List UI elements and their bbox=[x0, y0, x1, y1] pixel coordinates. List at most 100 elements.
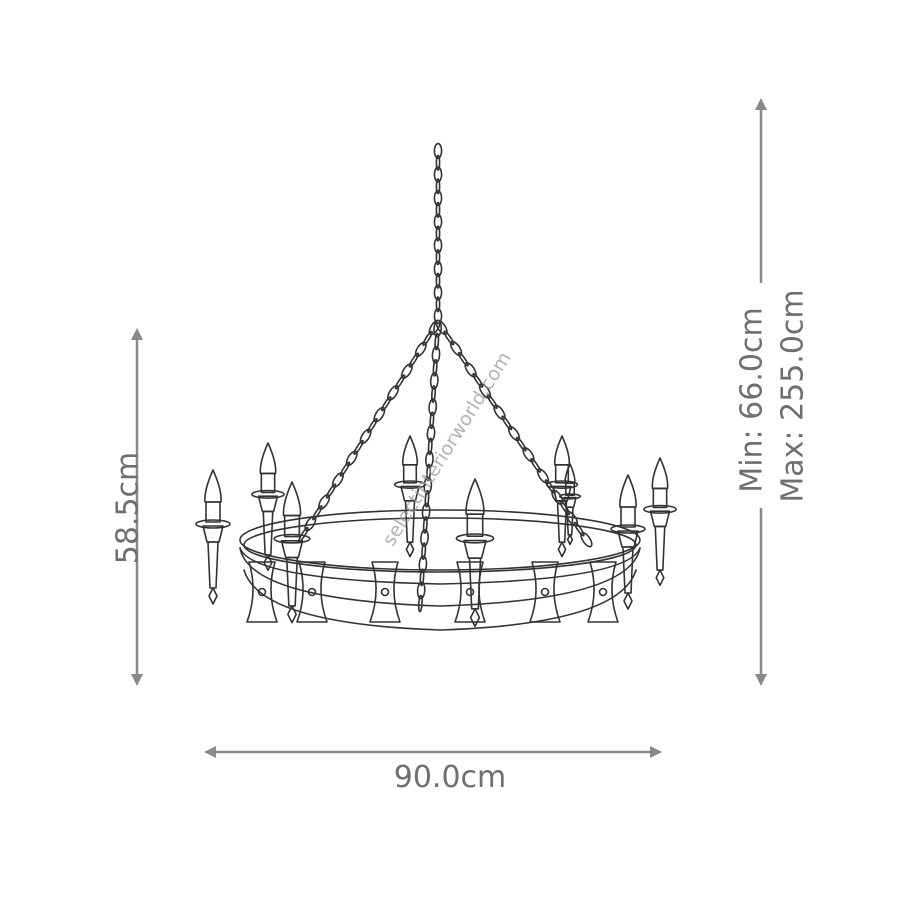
candle-sleeve bbox=[283, 514, 301, 538]
chain-link bbox=[493, 404, 506, 421]
ring-front-band-lower bbox=[243, 569, 637, 631]
chain-link bbox=[417, 594, 423, 613]
candle-sleeve bbox=[554, 463, 570, 484]
chain-link bbox=[422, 516, 428, 534]
candle-stem bbox=[468, 557, 482, 610]
chain-link bbox=[478, 383, 492, 399]
candle-bulb bbox=[553, 435, 571, 466]
candle-cup bbox=[649, 510, 671, 528]
chain-link bbox=[394, 374, 406, 390]
candle-stem bbox=[566, 506, 574, 536]
ring-panel bbox=[246, 561, 278, 623]
ring-front-band bbox=[239, 547, 641, 607]
ring-panel bbox=[369, 561, 401, 623]
candle-bulb bbox=[564, 463, 576, 484]
candle-drip-pan bbox=[393, 480, 427, 489]
candle-stem bbox=[654, 525, 666, 571]
ring-rivet bbox=[257, 587, 267, 597]
ring-back-edge-inner bbox=[243, 517, 637, 573]
candle-finial bbox=[623, 592, 633, 610]
chain-link bbox=[433, 166, 443, 183]
candle-finial bbox=[566, 534, 574, 546]
chain-link bbox=[359, 428, 372, 445]
chain-link bbox=[443, 330, 455, 346]
candle-drip-pan bbox=[455, 533, 495, 544]
chain-link bbox=[431, 345, 441, 364]
candle-sleeve bbox=[260, 472, 276, 494]
chain-link bbox=[424, 489, 430, 508]
candle-cup bbox=[202, 525, 224, 543]
candle-arm bbox=[610, 474, 646, 610]
chain-link bbox=[435, 178, 441, 195]
chain-link bbox=[373, 406, 386, 423]
ring-rivet bbox=[380, 587, 390, 597]
candle-sleeve bbox=[205, 501, 221, 523]
left-chain bbox=[298, 319, 441, 543]
chain-link bbox=[426, 463, 432, 482]
candle-bulb bbox=[651, 457, 669, 490]
candle-bulb bbox=[282, 481, 302, 517]
chain-link bbox=[331, 472, 344, 488]
chain-link bbox=[339, 461, 351, 477]
chain-link bbox=[421, 542, 427, 560]
right-chain bbox=[435, 319, 593, 548]
candle-arm bbox=[273, 481, 311, 624]
chain-link bbox=[408, 352, 420, 368]
width-dimension-label: 90.0cm bbox=[393, 760, 507, 795]
candle-stem bbox=[556, 500, 568, 543]
chain-link bbox=[457, 351, 469, 367]
candle-finial bbox=[655, 569, 665, 587]
candle-bulb bbox=[401, 435, 419, 466]
candle-arm bbox=[455, 478, 495, 628]
candle-drip-pan bbox=[558, 493, 581, 500]
candle-finial bbox=[263, 554, 273, 572]
candle-arm bbox=[195, 469, 231, 605]
candle-sleeve bbox=[620, 506, 636, 528]
candle-drip-pan bbox=[251, 489, 285, 499]
candle-bulb bbox=[259, 442, 277, 475]
candle-cup bbox=[463, 539, 487, 559]
chain-link bbox=[435, 272, 441, 289]
candle-sleeve bbox=[466, 513, 484, 538]
ring-panel bbox=[296, 561, 328, 623]
candle-drip-pan bbox=[610, 524, 646, 534]
candle-finial bbox=[469, 608, 481, 628]
candle-drip-pan bbox=[273, 533, 311, 544]
candle-arm bbox=[545, 435, 579, 558]
candle-bulb bbox=[204, 469, 222, 503]
candle-sleeve bbox=[652, 487, 668, 509]
candle-bulb bbox=[619, 474, 637, 508]
ring-back-edge bbox=[239, 509, 641, 571]
candle-cup bbox=[257, 495, 279, 513]
chain-link bbox=[416, 581, 426, 600]
candle-finial bbox=[287, 605, 297, 624]
ring-rivet bbox=[307, 587, 317, 597]
chain-link bbox=[530, 457, 542, 473]
candle-finial bbox=[557, 541, 567, 558]
candle-cup bbox=[617, 530, 639, 548]
candle-sleeve bbox=[564, 482, 575, 497]
chain-link bbox=[414, 341, 427, 358]
chain-link bbox=[312, 505, 323, 521]
candle-stem bbox=[404, 500, 416, 543]
candle-arm bbox=[643, 457, 677, 587]
chain-link bbox=[435, 201, 441, 219]
chain-link bbox=[345, 450, 358, 467]
chain-link bbox=[428, 398, 438, 416]
candle-cup bbox=[400, 485, 420, 502]
chain-link bbox=[507, 425, 521, 442]
candle-bulb bbox=[465, 478, 485, 515]
chain-link bbox=[433, 284, 443, 301]
chain-link bbox=[433, 260, 443, 278]
chain-link bbox=[433, 308, 443, 325]
chain-link bbox=[427, 437, 433, 456]
chain-link bbox=[325, 483, 337, 499]
chain-link bbox=[580, 531, 593, 548]
chain-link bbox=[435, 296, 441, 313]
drop-min-label: Min: 66.0cm bbox=[734, 307, 770, 493]
candle-cup bbox=[280, 540, 304, 559]
candle-stem bbox=[285, 556, 299, 607]
chain-link bbox=[387, 385, 400, 401]
candle-stem bbox=[207, 541, 219, 589]
